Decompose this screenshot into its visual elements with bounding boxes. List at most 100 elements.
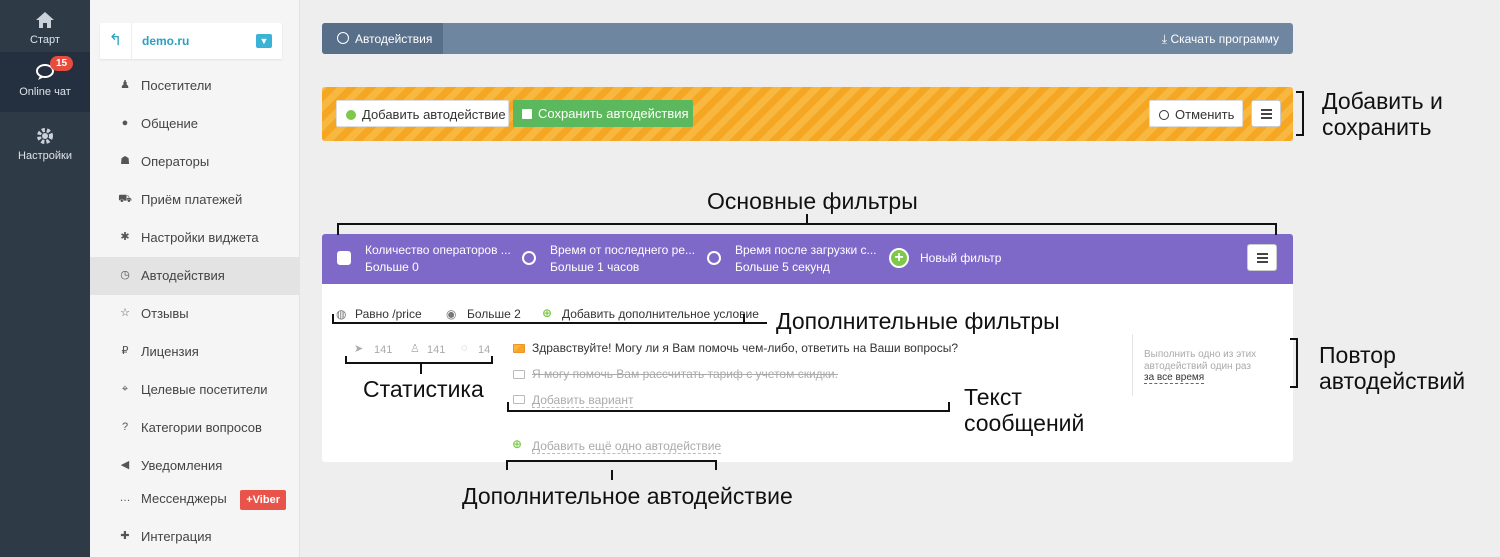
envelope-icon	[513, 370, 525, 379]
sidebar-item-visitors[interactable]: ♟ Посетители	[90, 67, 300, 105]
sidebar-item-license[interactable]: ₽ Лицензия	[90, 333, 300, 371]
sidebar-item-notifications[interactable]: ◀ Уведомления	[90, 447, 300, 485]
sidebar-item-label: Настройки виджета	[141, 230, 259, 245]
divider	[1132, 334, 1133, 396]
unread-badge: 15	[50, 56, 74, 71]
sidebar-item-question-categories[interactable]: ? Категории вопросов	[90, 409, 300, 447]
question-icon: ?	[121, 421, 129, 433]
gear-icon	[37, 128, 53, 144]
download-icon: ⤓	[1161, 32, 1168, 46]
annotation-bracket	[507, 402, 950, 412]
filter-value: Больше 5 секунд	[735, 260, 830, 274]
target-icon: ⌖	[121, 383, 129, 395]
rail-item-online-chat[interactable]: Online чат	[0, 52, 90, 112]
rail-item-settings[interactable]: Настройки	[0, 116, 90, 176]
sidebar-item-autoactions[interactable]: ◷ Автодействия	[90, 257, 300, 295]
sidebar-item-label: Лицензия	[141, 344, 199, 359]
sidebar-item-label: Категории вопросов	[141, 420, 262, 435]
add-autoaction-button[interactable]: Добавить автодействие	[336, 100, 509, 127]
annotation-repeat-1: Повтор	[1319, 342, 1396, 368]
add-another-autoaction-link[interactable]: Добавить ещё одно автодействие	[532, 439, 722, 454]
sidebar-item-target-visitors[interactable]: ⌖ Целевые посетители	[90, 371, 300, 409]
paper-plane-icon: ➤	[354, 343, 364, 355]
home-icon	[36, 12, 54, 28]
rail-item-label: Старт	[30, 34, 60, 46]
add-filter-icon[interactable]: +	[889, 248, 909, 268]
download-program-link[interactable]: ⤓ Скачать программу	[1162, 32, 1279, 47]
annotation-bracket	[345, 356, 493, 364]
clock-icon	[707, 251, 721, 265]
stat-visitors: 141	[427, 344, 446, 356]
hamburger-icon	[1261, 109, 1272, 111]
cancel-button[interactable]: Отменить	[1149, 100, 1243, 127]
stat-sent: 141	[374, 344, 393, 356]
sidebar-item-integration[interactable]: ✚ Интеграция	[90, 518, 300, 556]
tab-autoactions[interactable]: Автодействия	[322, 23, 443, 54]
sidebar-item-communication[interactable]: ● Общение	[90, 105, 300, 143]
sidebar-item-label: Интеграция	[141, 529, 212, 544]
annotation-repeat-2: автодействий	[1319, 368, 1466, 394]
annotation-extra-action: Дополнительное автодействие	[462, 483, 793, 509]
new-filter-link[interactable]: Новый фильтр	[920, 251, 1002, 265]
back-arrow-icon[interactable]: ↰	[100, 23, 132, 59]
annotation-main-filters: Основные фильтры	[707, 188, 918, 214]
annotation-bracket	[1296, 91, 1304, 136]
message-text-active[interactable]: Здравствуйте! Могу ли я Вам помочь чем-л…	[532, 341, 958, 355]
annotation-bracket	[1290, 338, 1298, 388]
add-condition-link[interactable]: Добавить дополнительное условие	[562, 307, 759, 321]
repeat-period-link[interactable]: за все время	[1144, 372, 1205, 384]
globe-icon: ◍	[336, 307, 347, 321]
star-icon: ☆	[120, 307, 130, 319]
sidebar: ↰ demo.ru ▼ ♟ Посетители ● Общение ☗ Опе…	[90, 0, 300, 557]
sidebar-item-label: Целевые посетители	[141, 382, 268, 397]
rail-item-start[interactable]: Старт	[0, 0, 90, 60]
chat-icon	[36, 64, 54, 80]
download-label: Скачать программу	[1170, 32, 1279, 46]
sidebar-item-label: Операторы	[141, 154, 210, 169]
annotation-add-save-2: сохранить	[1322, 114, 1432, 140]
site-name: demo.ru	[142, 34, 190, 48]
sidebar-item-label: Посетители	[141, 78, 212, 93]
user-icon: ♙	[410, 343, 420, 355]
button-label: Отменить	[1175, 107, 1235, 122]
annotation-bracket	[506, 460, 717, 470]
annotation-bracket	[420, 364, 422, 374]
extra-filter-views[interactable]: Больше 2	[467, 307, 521, 321]
sidebar-item-label: Автодействия	[141, 268, 225, 283]
envelope-icon	[513, 395, 525, 404]
envelope-icon	[513, 344, 525, 353]
sidebar-item-widget-settings[interactable]: ✱ Настройки виджета	[90, 219, 300, 257]
annotation-text-1: Текст	[964, 384, 1022, 410]
toolbar-menu-button[interactable]	[1251, 100, 1281, 127]
eye-icon: ◉	[446, 307, 457, 321]
viber-tag[interactable]: +Viber	[240, 490, 286, 510]
filter-value: Больше 1 часов	[550, 260, 640, 274]
extra-filter-url[interactable]: Равно /price	[355, 307, 422, 321]
button-label: Добавить автодействие	[362, 107, 506, 122]
sidebar-item-payments[interactable]: ⛟ Приём платежей	[90, 181, 300, 219]
annotation-extra-filters: Дополнительные фильтры	[776, 308, 1060, 334]
message-text-disabled[interactable]: Я могу помочь Вам рассчитать тариф с уче…	[532, 367, 838, 381]
rail-item-label: Настройки	[18, 150, 72, 162]
comment-icon: ◌	[461, 342, 468, 354]
filter-title: Количество операторов ...	[365, 243, 511, 257]
filter-title: Время от последнего ре...	[550, 243, 696, 257]
sidebar-item-reviews[interactable]: ☆ Отзывы	[90, 295, 300, 333]
filter-value: Больше 0	[365, 260, 419, 274]
site-selector[interactable]: ↰ demo.ru ▼	[100, 23, 282, 59]
sidebar-item-operators[interactable]: ☗ Операторы	[90, 143, 300, 181]
save-autoactions-button[interactable]: Сохранить автодействия	[513, 100, 693, 127]
chevron-down-icon[interactable]: ▼	[256, 34, 272, 48]
main-filters-bar: Количество операторов ... Больше 0 Время…	[322, 234, 1293, 284]
speech-bubble-icon: ●	[121, 117, 129, 129]
puzzle-icon: ✚	[120, 530, 130, 542]
filters-menu-button[interactable]	[1247, 244, 1277, 271]
section-header: Автодействия ⤓ Скачать программу	[322, 23, 1293, 54]
annotation-bracket	[745, 322, 767, 324]
annotation-bracket	[332, 314, 745, 324]
main-rail: Старт Online чат 15 Настройки	[0, 0, 90, 557]
chat-dots-icon: …	[119, 492, 131, 504]
add-variant-link[interactable]: Добавить вариант	[532, 393, 634, 408]
annotation-bracket	[806, 214, 808, 224]
sidebar-item-messengers[interactable]: … Мессенджеры +Viber	[90, 480, 300, 518]
